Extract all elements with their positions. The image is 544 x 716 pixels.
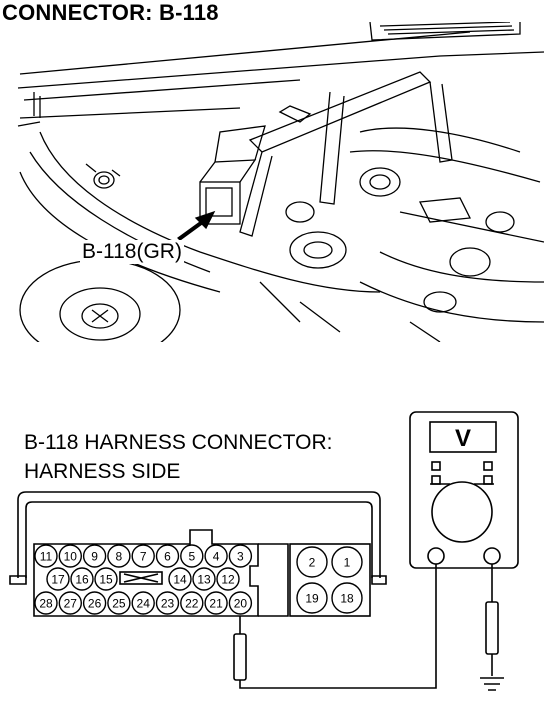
pin-3-circle [228,544,253,568]
pin-4-circle [204,544,228,568]
pin-23-label: 23 [161,597,175,611]
pin-16-label: 16 [75,573,89,587]
pin-17-circle [46,567,70,591]
pin-row-1: 11 10 9 8 7 6 5 4 3 [34,544,253,568]
engine-bay-illustration [17,22,544,342]
harness-connector-title: B-118 HARNESS CONNECTOR: HARNESS SIDE [24,428,332,486]
pin-18-label: 18 [340,592,354,606]
pin-25-circle [107,591,131,615]
pin-27-label: 27 [64,597,78,611]
pin-14-label: 14 [173,573,187,587]
pin-19-label: 19 [305,592,319,606]
pin-3-label: 3 [237,550,244,564]
pin-15-label: 15 [99,573,113,587]
pin-26-circle [82,591,107,615]
pin-2-circle [296,546,328,578]
pin-10-circle [58,544,83,568]
pin-16-circle [70,567,94,591]
pin-13-label: 13 [197,573,211,587]
pin-12-label: 12 [221,573,235,587]
pin-18-circle [331,582,363,614]
pin-14-circle [168,567,192,591]
pin-23-circle [155,591,180,615]
pin-9-label: 9 [91,550,98,564]
pin-7-circle [131,544,155,568]
pin-24-circle [131,591,155,615]
pin-11-label: 11 [40,550,53,564]
pin-26-label: 26 [88,597,102,611]
pin-21-label: 21 [209,597,223,611]
pin-12-circle [216,567,240,591]
pin-27-circle [58,591,83,615]
pin-5-circle [180,544,204,568]
pin-13-circle [192,567,216,591]
pin-6-circle [155,544,180,568]
pin-1-label: 1 [344,556,351,570]
pin-11-circle [34,544,58,568]
pin-8-label: 8 [116,550,123,564]
pin-22-label: 22 [185,597,199,611]
pin-7-label: 7 [140,550,147,564]
harness-title-line1: B-118 HARNESS CONNECTOR: [24,431,333,454]
connector-key-mark [119,571,163,585]
voltmeter-display-symbol: V [455,425,471,452]
pin-20-label: 20 [234,597,248,611]
pin-19-circle [296,582,328,614]
pin-row-3: 28 27 26 25 24 23 22 21 20 [34,591,253,615]
pin-5-label: 5 [188,550,195,564]
pin-24-label: 24 [137,597,151,611]
page-title: CONNECTOR: B-118 [2,0,219,25]
pin-row-2: 17 16 15 14 13 12 [46,567,240,591]
pin-1-circle [331,546,363,578]
pin-15-circle [94,567,118,591]
connector-location-label: B-118(GR) [80,240,184,264]
harness-title-line2: HARNESS SIDE [24,460,181,483]
pin-25-label: 25 [112,597,126,611]
pin-block-right: 2 1 19 18 [296,546,363,614]
pin-20-circle [228,591,253,615]
pin-28-label: 28 [39,597,53,611]
pin-22-circle [180,591,204,615]
pin-28-circle [34,591,58,615]
pin-21-circle [204,591,228,615]
pin-8-circle [107,544,131,568]
pin-2-label: 2 [309,556,316,570]
pin-6-label: 6 [164,550,171,564]
pin-4-label: 4 [213,550,220,564]
pin-10-label: 10 [64,550,78,564]
pin-9-circle [82,544,107,568]
pin-17-label: 17 [51,573,65,587]
